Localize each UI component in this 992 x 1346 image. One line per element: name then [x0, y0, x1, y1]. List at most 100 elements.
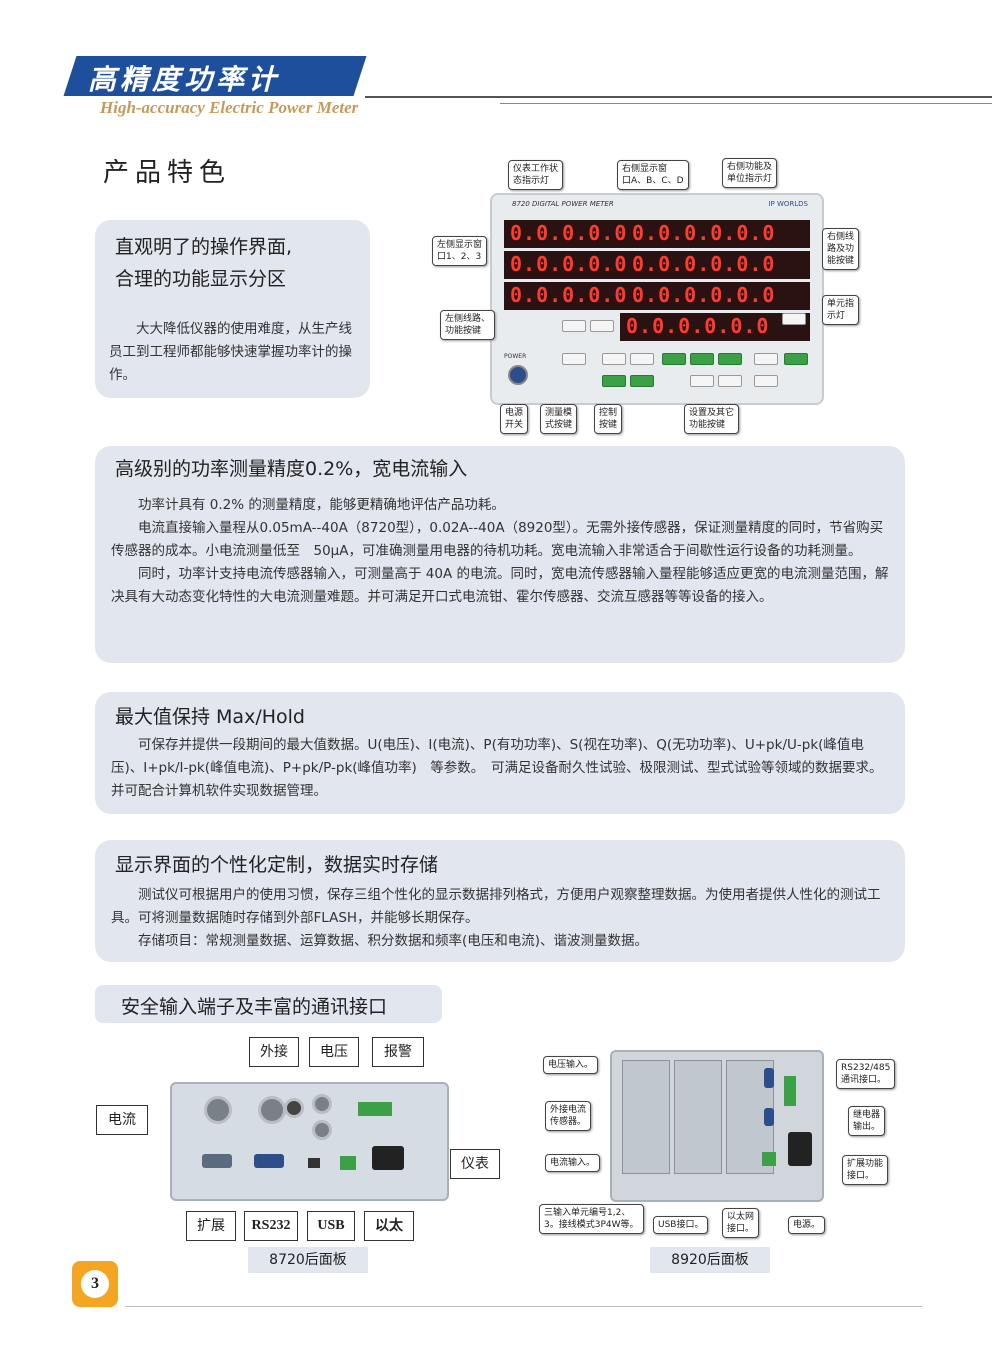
callout-power-switch: 电源 开关	[500, 404, 529, 434]
current-terminal-1	[204, 1096, 232, 1124]
voltage-terminal-2	[312, 1120, 332, 1140]
comm-port	[764, 1068, 774, 1088]
expand-port	[202, 1154, 232, 1168]
label-expand: 扩展	[186, 1211, 236, 1241]
callout-left-window: 左侧显示窗 口1、2、3	[432, 236, 488, 266]
feature-display-body: 测试仪可根据用户的使用习惯，保存三组个性化的显示数据排列格式，方便用户观察整理数…	[111, 884, 893, 953]
label-voltage-input: 电压输入。	[543, 1056, 599, 1074]
power-socket-8920	[788, 1132, 812, 1166]
display-row-2: 0.0.0.0.0 0.0.0.0.0.0	[504, 251, 810, 279]
label-rs232-485: RS232/485 通讯接口。	[836, 1059, 896, 1089]
callout-right-select: 右侧线 路及功 能按键	[822, 228, 860, 270]
page-number: 3	[81, 1270, 109, 1298]
range-button-2[interactable]	[630, 353, 654, 365]
display-right-a: 0.0.0.0.0.0	[632, 221, 776, 245]
feature-ui-body: 大大降低仪器的使用难度，从生产线员工到工程师都能够快速掌握功率计的操作。	[109, 321, 352, 383]
wiring-button[interactable]	[562, 353, 586, 365]
feature-accuracy-title: 高级别的功率测量精度0.2%，宽电流输入	[115, 458, 468, 480]
power-socket	[372, 1146, 404, 1170]
label-alarm: 报警	[372, 1037, 424, 1067]
feature-display-p2: 存储项目：常规测量数据、运算数据、积分数据和频率(电压和电流)、谐波测量数据。	[138, 933, 649, 949]
display-right-c: 0.0.0.0.0.0	[632, 283, 776, 307]
label-usb-8920: USB接口。	[653, 1216, 709, 1234]
element-button-right[interactable]	[782, 313, 806, 325]
caption-8920: 8920后面板	[650, 1247, 770, 1273]
power-knob[interactable]	[508, 365, 528, 385]
rear-panel-8920	[610, 1050, 824, 1202]
callout-element-led: 单元指 示灯	[822, 295, 860, 325]
device-brand: IP WORLDS	[768, 200, 808, 208]
callout-right-unit: 右侧功能及 单位指示灯	[722, 158, 778, 188]
external-terminal	[284, 1098, 304, 1118]
device-model-label: 8720 DIGITAL POWER METER	[512, 200, 614, 208]
label-external: 外接	[249, 1037, 299, 1067]
rs232-port	[254, 1154, 284, 1168]
input-unit-1	[622, 1060, 670, 1174]
callout-status-led: 仪表工作状 态指示灯	[508, 160, 564, 190]
display-row-1: 0.0.0.0.0 0.0.0.0.0.0	[504, 220, 810, 248]
voltage-terminal-1	[312, 1094, 332, 1114]
current-terminal-2	[258, 1096, 286, 1124]
relay-output-block	[358, 1102, 392, 1116]
stop-button[interactable]	[630, 375, 654, 387]
feature-panel-maxhold: 最大值保持 Max/Hold 可保存并提供一段期间的最大值数据。U(电压)、I(…	[95, 692, 905, 814]
label-current-input: 电流输入。	[545, 1154, 601, 1172]
label-meter: 仪表	[450, 1149, 500, 1179]
ethernet-port-8920	[762, 1152, 776, 1166]
up-button[interactable]	[690, 375, 714, 387]
function-button[interactable]	[590, 320, 614, 332]
section-title: 产品特色	[103, 158, 232, 188]
feature-maxhold-title: 最大值保持 Max/Hold	[115, 706, 305, 728]
label-expand-8920: 扩展功能 接口。	[842, 1155, 889, 1185]
callout-setup-key: 设置及其它 功能按键	[684, 404, 740, 434]
relay-block	[784, 1076, 796, 1106]
footer-divider	[125, 1306, 922, 1307]
enter-button-2[interactable]	[754, 375, 778, 387]
label-current: 电流	[96, 1105, 148, 1135]
start-button[interactable]	[602, 375, 626, 387]
feature-display-p1: 测试仪可根据用户的使用习惯，保存三组个性化的显示数据排列格式，方便用户观察整理数…	[111, 887, 881, 926]
feature-panel-ui: 直观明了的操作界面, 合理的功能显示分区 大大降低仪器的使用难度，从生产线员工到…	[95, 220, 370, 398]
display-left-1: 0.0.0.0.0	[510, 221, 628, 245]
feature-accuracy-p1: 功率计具有 0.2% 的测量精度，能够更精确地评估产品功耗。	[138, 497, 505, 513]
hold-button[interactable]	[784, 353, 808, 365]
label-ethernet-8920: 以太网 接口。	[722, 1208, 760, 1238]
header-divider-thin	[500, 103, 992, 104]
label-ethernet: 以太	[364, 1211, 414, 1241]
feature-accuracy-p3: 同时，功率计支持电流传感器输入，可测量高于 40A 的电流。同时，宽电流传感器输…	[111, 566, 889, 605]
feature-panel-accuracy: 高级别的功率测量精度0.2%，宽电流输入 功率计具有 0.2% 的测量精度，能够…	[95, 446, 905, 663]
usb-port	[308, 1158, 320, 1168]
input-unit-2	[674, 1060, 722, 1174]
measure-button[interactable]	[690, 353, 714, 365]
display-row-4: 0.0.0.0.0.0	[620, 313, 810, 341]
caption-8720: 8720后面板	[248, 1247, 368, 1273]
feature-panel-display: 显示界面的个性化定制，数据实时存储 测试仪可根据用户的使用习惯，保存三组个性化的…	[95, 840, 905, 962]
display-row-3: 0.0.0.0.0 0.0.0.0.0.0	[504, 282, 810, 310]
display-right-b: 0.0.0.0.0.0	[632, 252, 776, 276]
header-divider	[365, 96, 992, 98]
feature-panel-io: 安全输入端子及丰富的通讯接口	[95, 985, 442, 1023]
label-usb: USB	[307, 1211, 355, 1241]
feature-accuracy-body: 功率计具有 0.2% 的测量精度，能够更精确地评估产品功耗。 电流直接输入量程从…	[111, 494, 893, 609]
feature-ui-title-1: 直观明了的操作界面,	[115, 236, 293, 258]
harmonic-button[interactable]	[662, 353, 686, 365]
expand-port-8920	[764, 1108, 774, 1126]
element-button[interactable]	[562, 320, 586, 332]
display-left-3: 0.0.0.0.0	[510, 283, 628, 307]
display-right-d: 0.0.0.0.0.0	[626, 314, 770, 338]
device-front-panel: 8720 DIGITAL POWER METER IP WORLDS 0.0.0…	[490, 193, 824, 405]
feature-ui-title-2: 合理的功能显示分区	[115, 268, 287, 290]
label-power-8920: 电源。	[788, 1216, 826, 1234]
label-ext-sensor: 外接电流 传感器。	[545, 1101, 592, 1131]
esc-button[interactable]	[754, 353, 778, 365]
page-title-cn: 高精度功率计	[88, 63, 281, 96]
rear-panel-8720	[170, 1082, 449, 1201]
feature-display-title: 显示界面的个性化定制，数据实时存储	[115, 854, 439, 876]
display-left-2: 0.0.0.0.0	[510, 252, 628, 276]
callout-control-key: 控制 按键	[594, 404, 623, 434]
down-button[interactable]	[718, 375, 742, 387]
enter-button[interactable]	[718, 353, 742, 365]
range-button[interactable]	[602, 353, 626, 365]
power-label: POWER	[504, 353, 527, 360]
label-unit-number: 三输入单元编号1,2、 3。接线模式3P4W等。	[539, 1204, 644, 1234]
